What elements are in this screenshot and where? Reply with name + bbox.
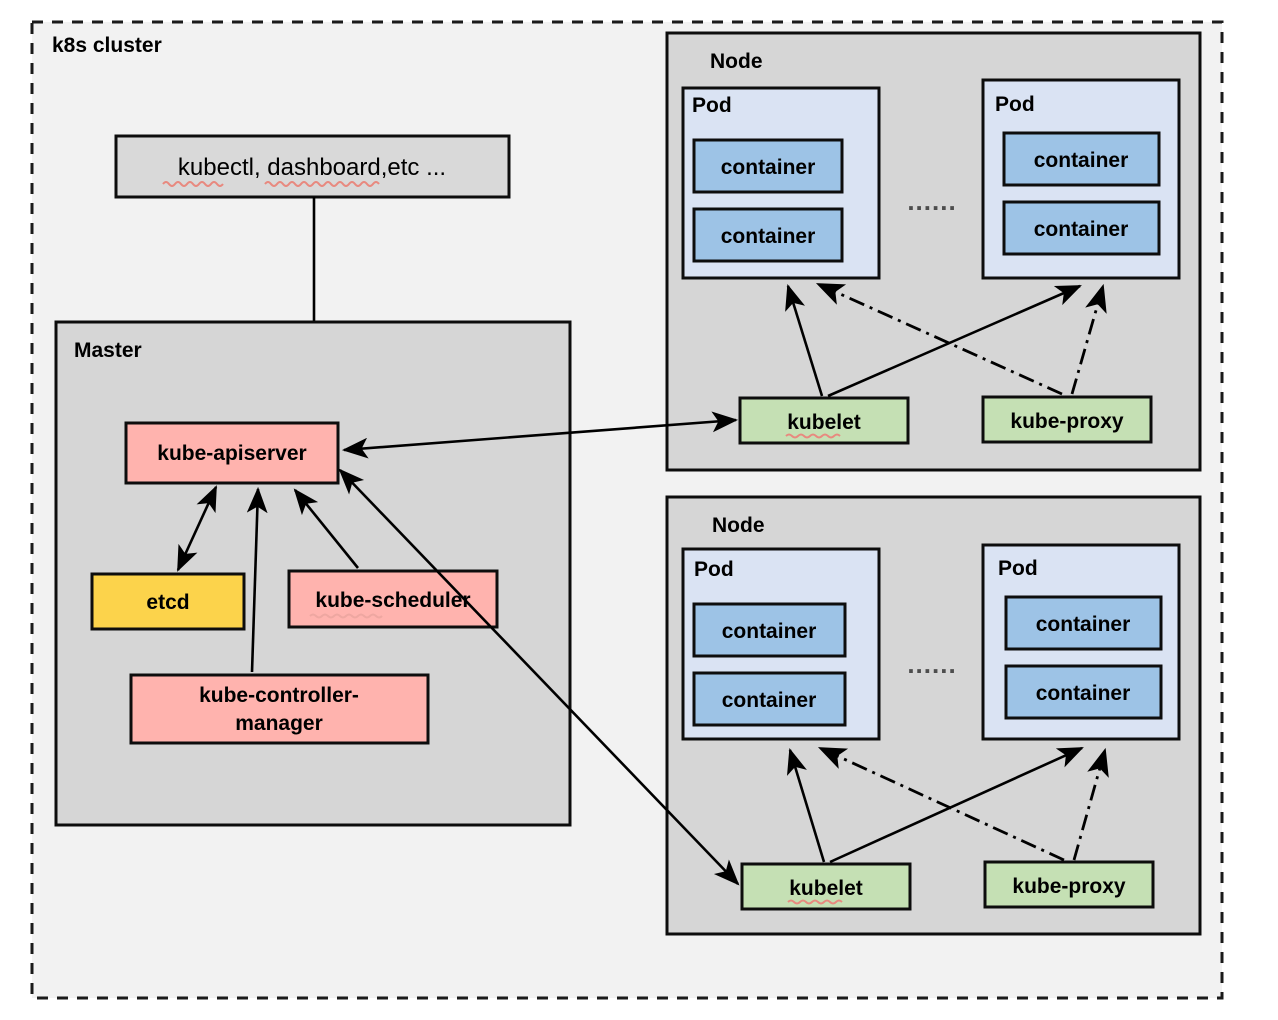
node-1-pod-1-label: Pod [692, 94, 732, 117]
client-tools-box[interactable] [114, 134, 511, 199]
master-label: Master [74, 339, 142, 362]
node-2-pod-1-label: Pod [694, 558, 734, 581]
kube-scheduler-label: kube-scheduler [315, 589, 470, 612]
node-2-pod-2-container-1-box[interactable] [1004, 595, 1163, 651]
node-1-pod-2-container-2-label: container [1034, 218, 1129, 241]
spellcheck-underline-dashboard [264, 181, 380, 187]
node-1-kube-proxy-box[interactable] [981, 395, 1153, 444]
spellcheck-underline-kubectl [162, 181, 224, 187]
node-2-pod-2-label: Pod [998, 557, 1038, 580]
etcd-label: etcd [146, 591, 189, 614]
node-2-pod-2-container-2-box[interactable] [1004, 664, 1163, 720]
edge-node-1-kubelet-to-pod-2 [827, 284, 1082, 398]
etcd-box[interactable] [90, 572, 246, 631]
node-1-kube-proxy-label: kube-proxy [1010, 410, 1124, 433]
node-1-kubelet-label: kubelet [787, 411, 861, 434]
node-2-pod-2-container-1-label: container [1036, 613, 1131, 636]
node-2-kube-proxy-box[interactable] [983, 860, 1155, 909]
node-2-label: Node [712, 514, 765, 537]
edge-apiserver-node-1-kubelet [341, 411, 739, 459]
edge-node-1-kubelet-to-pod-1 [785, 284, 824, 397]
edge-apiserver-node-2-kubelet [338, 468, 740, 886]
node-1-pods-ellipsis: ...... [907, 186, 956, 216]
node-1-label: Node [710, 50, 763, 73]
kube-apiserver-label: kube-apiserver [157, 442, 306, 465]
client-tools-label: kubectl, dashboard,etc ... [178, 154, 446, 181]
node-2-kubelet-label: kubelet [789, 877, 863, 900]
node-1-pod-2-container-1-label: container [1034, 149, 1129, 172]
edge-node-2-kube-proxy-to-pod-1 [817, 746, 1065, 862]
node-1-pod-2-label: Pod [995, 93, 1035, 116]
edge-node-1-kube-proxy-to-pod-1 [815, 282, 1063, 396]
spellcheck-underline-kubelet-1 [785, 433, 841, 439]
k8s-cluster-label: k8s cluster [52, 34, 162, 57]
edge-controller-manager-to-apiserver [246, 486, 268, 673]
edge-apiserver-etcd [176, 485, 218, 572]
node-2-pod-1-container-1-label: container [722, 620, 817, 643]
kube-controller-manager-label-line2: manager [235, 712, 323, 735]
node-1-pod-1-container-2-box[interactable] [692, 207, 844, 263]
edge-node-1-kube-proxy-to-pod-2 [1070, 283, 1107, 395]
node-2-kube-proxy-label: kube-proxy [1012, 875, 1126, 898]
node-1-pod-1-container-2-label: container [721, 225, 816, 248]
node-1-pod-2-container-2-box[interactable] [1002, 200, 1161, 256]
edge-node-2-kubelet-to-pod-1 [786, 748, 826, 863]
edge-node-2-kubelet-to-pod-2 [829, 746, 1084, 864]
edge-node-2-kube-proxy-to-pod-2 [1072, 747, 1109, 861]
node-1-pod-1-container-1-label: container [721, 156, 816, 179]
node-2-pods-ellipsis: ...... [907, 649, 956, 679]
kube-apiserver-box[interactable] [124, 421, 340, 485]
node-1-pod-1-container-1-box[interactable] [692, 138, 844, 194]
node-2-pod-2-container-2-label: container [1036, 682, 1131, 705]
spellcheck-underline-kubelet-2 [787, 899, 843, 905]
node-1-pod-2-container-1-box[interactable] [1002, 131, 1161, 187]
node-2-pod-1-container-2-label: container [722, 689, 817, 712]
kube-controller-manager-label-line1: kube-controller- [199, 684, 359, 707]
